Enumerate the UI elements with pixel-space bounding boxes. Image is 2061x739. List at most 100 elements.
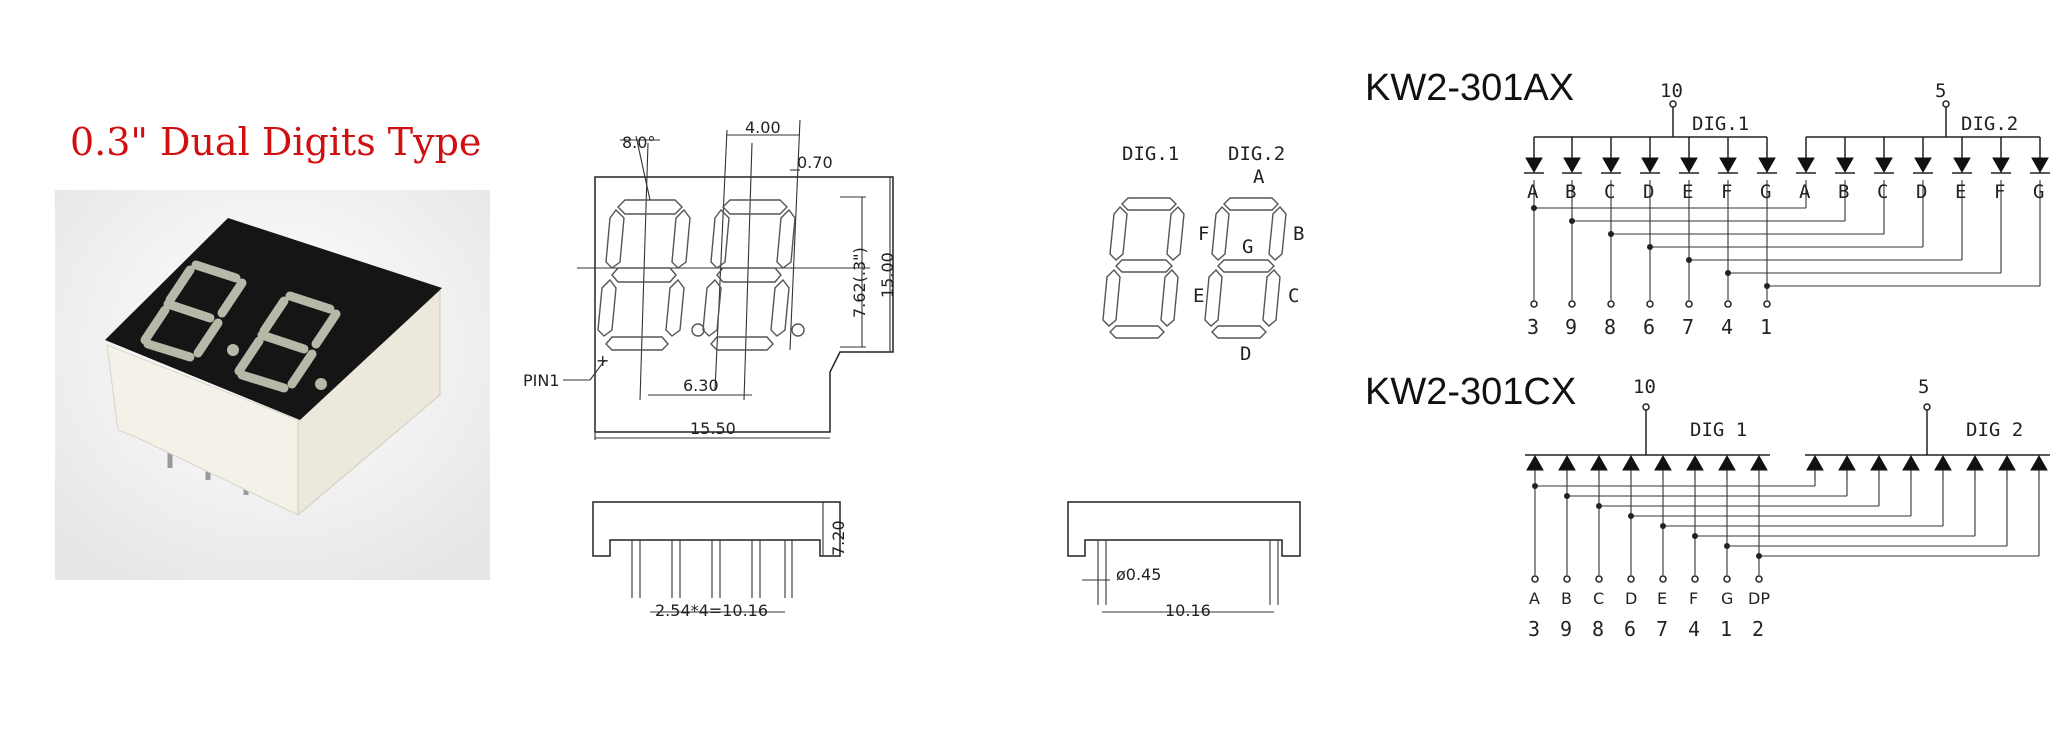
seg-label-a: A xyxy=(1253,166,1265,188)
cx-diode xyxy=(1966,454,1984,471)
dim-angle: 8.0° xyxy=(622,133,655,152)
cx-segment-label: F xyxy=(1689,589,1698,608)
cx-diode xyxy=(1838,454,1856,471)
dim-body-height: 15.00 xyxy=(878,252,897,298)
segment-digit-2 xyxy=(1204,197,1287,339)
drawing-digit-2 xyxy=(702,199,796,351)
ax-diode xyxy=(1758,157,1776,174)
ax-segment-label: G xyxy=(2033,181,2044,203)
ax-dig1-label: DIG.1 xyxy=(1692,113,1749,135)
pin1-marker: + xyxy=(596,351,609,370)
ax-pin-number: 4 xyxy=(1721,315,1733,339)
ax-segment-label: C xyxy=(1604,181,1615,203)
cx-title: KW2-301CX xyxy=(1365,371,1576,413)
ax-junction xyxy=(1569,218,1575,224)
ax-segment-label: D xyxy=(1916,181,1927,203)
cx-junction xyxy=(1564,493,1570,499)
ax-junction xyxy=(1531,205,1537,211)
cx-segment-label: A xyxy=(1529,589,1540,608)
ax-segment-label: G xyxy=(1760,181,1771,203)
ax-segment-label: F xyxy=(1994,181,2005,203)
cx-pin-number: 2 xyxy=(1752,617,1764,641)
ax-diode xyxy=(1992,157,2010,174)
dim-dp-gap: 0.70 xyxy=(797,153,833,172)
dim-pitch: 4.00 xyxy=(745,118,781,137)
cx-diode xyxy=(1686,454,1704,471)
segment-digit-1 xyxy=(1102,197,1185,339)
front-view-drawing: 8.0° 4.00 0.70 7.62(.3") 15.00 6.30 15.5… xyxy=(523,118,897,440)
cx-dig2-label: DIG 2 xyxy=(1966,419,2023,441)
cx-diode xyxy=(1998,454,2016,471)
cx-pin-number: 9 xyxy=(1560,617,1572,641)
ax-diode xyxy=(1953,157,1971,174)
end-view-drawing: ø0.45 10.16 xyxy=(1067,501,1301,620)
seg-label-d: D xyxy=(1240,343,1251,365)
cx-junction xyxy=(1532,483,1538,489)
ax-pin-terminal xyxy=(1607,300,1615,308)
ax-segment-label: B xyxy=(1838,181,1849,203)
ax-junction xyxy=(1647,244,1653,250)
ax-common2-label: 5 xyxy=(1935,80,1946,102)
ax-common1-label: 10 xyxy=(1660,80,1683,102)
ax-pin-terminal xyxy=(1685,300,1693,308)
cx-junction xyxy=(1692,533,1698,539)
cx-pin-terminal xyxy=(1755,575,1763,583)
ax-pin-number: 3 xyxy=(1527,315,1539,339)
cx-pin-number: 7 xyxy=(1656,617,1668,641)
cx-diode xyxy=(1750,454,1768,471)
seg-label-c: C xyxy=(1288,285,1299,307)
ax-title: KW2-301AX xyxy=(1365,67,1574,109)
cx-diode xyxy=(1590,454,1608,471)
cx-pin-terminal xyxy=(1595,575,1603,583)
cx-dig1-label: DIG 1 xyxy=(1690,419,1747,441)
ax-pin-terminal xyxy=(1646,300,1654,308)
cx-pin-terminal xyxy=(1659,575,1667,583)
ax-diode xyxy=(1914,157,1932,174)
ax-segment-label: F xyxy=(1721,181,1732,203)
cx-pin-number: 1 xyxy=(1720,617,1732,641)
ax-segment-label: D xyxy=(1643,181,1654,203)
ax-pin-terminal xyxy=(1763,300,1771,308)
seg-label-e: E xyxy=(1193,285,1204,307)
dim-row-spacing: 10.16 xyxy=(1165,601,1211,620)
cx-junction xyxy=(1660,523,1666,529)
ax-pin-number: 1 xyxy=(1760,315,1772,339)
ax-segment-label: E xyxy=(1955,181,1966,203)
product-title: 0.3" Dual Digits Type xyxy=(70,120,481,164)
cx-diode xyxy=(2030,454,2048,471)
ax-segment-label: E xyxy=(1682,181,1693,203)
dim-body-width: 15.50 xyxy=(690,419,736,438)
product-photo xyxy=(55,190,490,580)
cx-diode xyxy=(1558,454,1576,471)
dim-digit-spacing: 6.30 xyxy=(683,376,719,395)
cx-common2-label: 5 xyxy=(1918,376,1929,398)
cx-diode xyxy=(1718,454,1736,471)
ax-diode xyxy=(1797,157,1815,174)
ax-pin-terminal xyxy=(1568,300,1576,308)
drawing-digit-1 xyxy=(597,199,691,351)
ax-diode xyxy=(1563,157,1581,174)
ax-common2-terminal xyxy=(1942,100,1950,108)
cx-junction xyxy=(1724,543,1730,549)
ax-pin-number: 8 xyxy=(1604,315,1616,339)
cx-diode xyxy=(1806,454,1824,471)
seg-dig2-label: DIG.2 xyxy=(1228,143,1285,165)
ax-common1-terminal xyxy=(1669,100,1677,108)
cx-pin-number: 3 xyxy=(1528,617,1540,641)
ax-dig2-label: DIG.2 xyxy=(1961,113,2018,135)
ax-segment-label: A xyxy=(1527,181,1539,203)
ax-pin-number: 7 xyxy=(1682,315,1694,339)
seg-label-f: F xyxy=(1198,223,1209,245)
dim-pin-pitch: 2.54*4=10.16 xyxy=(655,601,768,620)
cx-pin-number: 8 xyxy=(1592,617,1604,641)
ax-junction xyxy=(1725,270,1731,276)
cx-pin-terminal xyxy=(1691,575,1699,583)
cx-diode xyxy=(1526,454,1544,471)
cx-pin-terminal xyxy=(1627,575,1635,583)
cx-pin-terminal xyxy=(1531,575,1539,583)
cx-common1-label: 10 xyxy=(1633,376,1656,398)
ax-diode xyxy=(1719,157,1737,174)
